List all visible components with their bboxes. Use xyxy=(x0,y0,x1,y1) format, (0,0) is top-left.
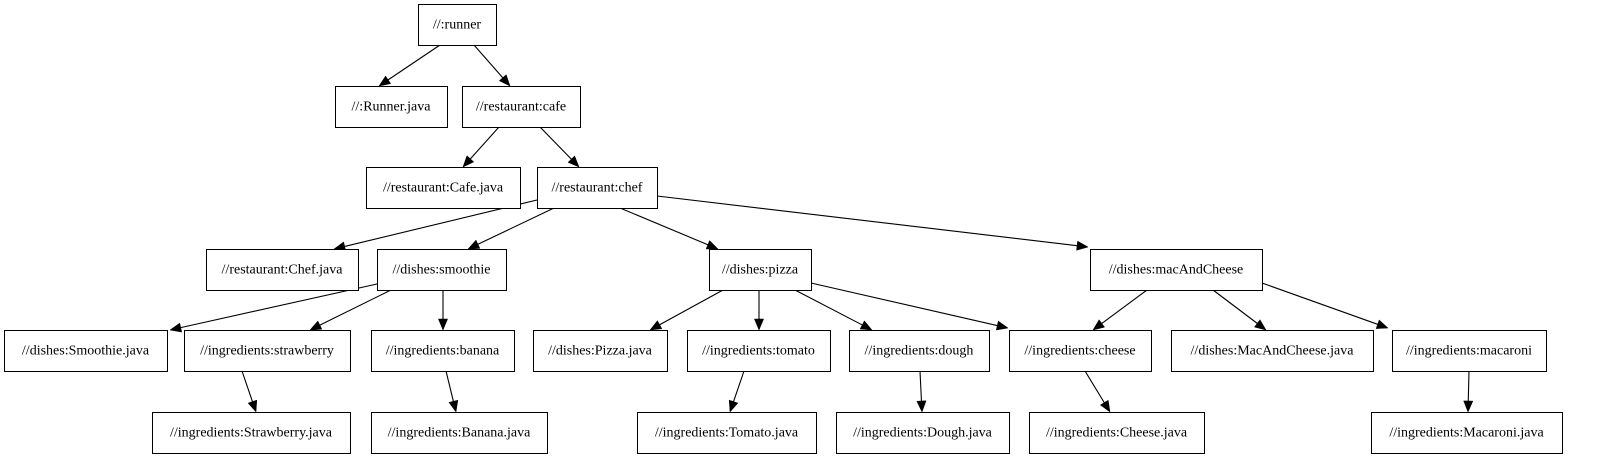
node-box[interactable] xyxy=(377,249,507,291)
node-box[interactable] xyxy=(849,330,990,372)
dependency-edge xyxy=(180,283,378,329)
dependency-edge xyxy=(810,282,998,327)
dependency-edge xyxy=(656,195,1078,247)
node-box[interactable] xyxy=(1090,249,1263,291)
graph-node-restaurant-cafe[interactable]: //restaurant:cafe xyxy=(462,86,581,128)
dependency-edge-arrowhead xyxy=(467,239,481,250)
node-box[interactable] xyxy=(371,412,548,454)
dependency-edge xyxy=(445,370,454,402)
node-box[interactable] xyxy=(1392,330,1547,372)
node-box[interactable] xyxy=(533,330,668,372)
dependency-edge-arrowhead xyxy=(859,320,873,331)
graph-node-restaurant-chef[interactable]: //restaurant:chef xyxy=(537,167,658,209)
node-box[interactable] xyxy=(4,330,168,372)
dependency-edge xyxy=(919,370,923,402)
dependency-edge xyxy=(794,289,863,326)
dependency-edge-arrowhead xyxy=(1375,319,1389,329)
dependency-edge xyxy=(619,207,709,246)
node-box[interactable] xyxy=(462,86,581,128)
dependency-edge-arrowhead xyxy=(462,155,475,168)
dependency-edge-arrowhead xyxy=(1092,319,1106,331)
graph-node-ing-cheese-java[interactable]: //ingredients:Cheese.java xyxy=(1029,412,1205,454)
dependency-edge xyxy=(469,126,500,160)
dependency-edge xyxy=(477,207,555,245)
dependency-edge xyxy=(241,370,253,402)
graph-node-dishes-pizza[interactable]: //dishes:pizza xyxy=(709,249,812,291)
graph-node-ing-tomato[interactable]: //ingredients:tomato xyxy=(687,330,831,372)
graph-node-dishes-macandcheese-java[interactable]: //dishes:MacAndCheese.java xyxy=(1171,330,1374,372)
graph-node-runner[interactable]: //:runner xyxy=(418,4,497,46)
dependency-edge-arrowhead xyxy=(309,320,323,331)
dependency-edge-arrowhead xyxy=(1099,399,1111,413)
graph-node-ing-banana-java[interactable]: //ingredients:Banana.java xyxy=(371,412,548,454)
graph-node-restaurant-chef-java[interactable]: //restaurant:Chef.java xyxy=(206,249,359,291)
graph-node-dishes-smoothie[interactable]: //dishes:smoothie xyxy=(377,249,507,291)
dependency-edge xyxy=(1101,289,1148,324)
dependency-edge-arrowhead xyxy=(498,74,511,87)
node-box[interactable] xyxy=(687,330,831,372)
dependency-edge-arrowhead xyxy=(754,318,764,331)
dependency-edge-arrowhead xyxy=(378,75,392,87)
graph-node-dishes-macandcheese[interactable]: //dishes:macAndCheese xyxy=(1090,249,1263,291)
node-box[interactable] xyxy=(637,412,817,454)
node-box[interactable] xyxy=(418,4,497,46)
dependency-edge xyxy=(1467,370,1470,402)
graph-node-ing-strawberry-java[interactable]: //ingredients:Strawberry.java xyxy=(152,412,351,454)
node-box[interactable] xyxy=(371,330,515,372)
graph-node-ing-macaroni[interactable]: //ingredients:macaroni xyxy=(1392,330,1547,372)
dependency-edge-arrowhead xyxy=(728,399,739,413)
node-box[interactable] xyxy=(366,167,521,209)
graph-node-runner-java[interactable]: //:Runner.java xyxy=(335,86,448,128)
graph-node-ing-macaroni-java[interactable]: //ingredients:Macaroni.java xyxy=(1371,412,1563,454)
dependency-edge-arrowhead xyxy=(705,240,719,250)
dependency-edge xyxy=(733,370,745,402)
graph-node-ing-dough[interactable]: //ingredients:dough xyxy=(849,330,990,372)
dependency-edge-arrowhead xyxy=(567,155,580,168)
dependency-edge-arrowhead xyxy=(1463,400,1474,413)
graph-node-dishes-pizza-java[interactable]: //dishes:Pizza.java xyxy=(533,330,668,372)
graph-node-ing-dough-java[interactable]: //ingredients:Dough.java xyxy=(836,412,1010,454)
node-layer: //:runner //:Runner.java //restaurant:cafe… xyxy=(4,4,1563,454)
dependency-edge-arrowhead xyxy=(1076,240,1089,251)
node-box[interactable] xyxy=(184,330,351,372)
graph-node-dishes-smoothie-java[interactable]: //dishes:Smoothie.java xyxy=(4,330,168,372)
graph-node-ing-banana[interactable]: //ingredients:banana xyxy=(371,330,515,372)
node-box[interactable] xyxy=(335,86,448,128)
node-box[interactable] xyxy=(1029,412,1205,454)
dependency-edge xyxy=(1084,370,1105,403)
node-box[interactable] xyxy=(206,249,359,291)
graph-node-ing-cheese[interactable]: //ingredients:cheese xyxy=(1009,330,1152,372)
node-box[interactable] xyxy=(1009,330,1152,372)
node-box[interactable] xyxy=(1171,330,1374,372)
dependency-edge-arrowhead xyxy=(916,400,927,413)
dependency-edge-arrowhead xyxy=(649,320,663,331)
dependency-edge-arrowhead xyxy=(995,320,1009,331)
dependency-edge-arrowhead xyxy=(247,399,258,413)
node-box[interactable] xyxy=(709,249,812,291)
dependency-edge xyxy=(1212,289,1258,324)
graph-node-restaurant-cafe-java[interactable]: //restaurant:Cafe.java xyxy=(366,167,521,209)
dependency-edge xyxy=(319,289,392,326)
node-box[interactable] xyxy=(836,412,1010,454)
dependency-edge xyxy=(659,289,724,326)
node-box[interactable] xyxy=(152,412,351,454)
node-box[interactable] xyxy=(1371,412,1563,454)
dependency-edge-arrowhead xyxy=(1254,319,1267,331)
graph-node-ing-tomato-java[interactable]: //ingredients:Tomato.java xyxy=(637,412,817,454)
dependency-edge-arrowhead xyxy=(438,318,448,331)
dependency-edge-arrowhead xyxy=(448,399,459,413)
dependency-edge xyxy=(387,44,441,81)
dependency-edge-arrowhead xyxy=(169,322,183,333)
dependency-edge xyxy=(1261,282,1378,325)
graph-node-ing-strawberry[interactable]: //ingredients:strawberry xyxy=(184,330,351,372)
dependency-edge xyxy=(473,44,504,79)
node-box[interactable] xyxy=(537,167,658,209)
dependency-edge xyxy=(539,126,572,160)
